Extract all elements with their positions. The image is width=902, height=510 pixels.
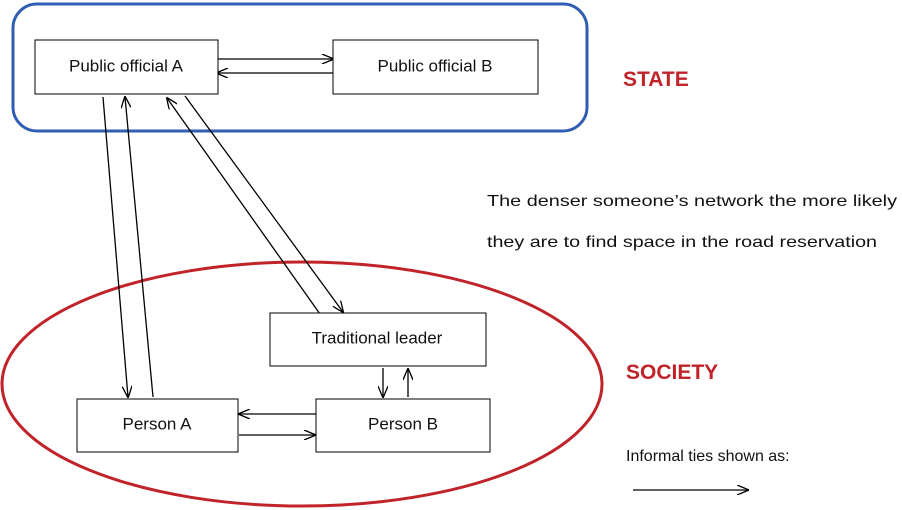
node-label: Person B [368, 414, 438, 433]
society-boundary [0, 260, 604, 508]
edge-official-a-to-person-a [102, 96, 128, 397]
node-label: Person A [123, 414, 193, 433]
edges [102, 59, 408, 435]
node-person-a: Person A [76, 398, 239, 453]
node-traditional-leader: Traditional leader [269, 312, 487, 367]
state-boundary [11, 2, 589, 133]
edge-traditional-leader-to-official-a [167, 98, 321, 315]
state-label: STATE [623, 68, 689, 91]
node-person-b: Person B [315, 398, 491, 453]
node-label: Traditional leader [312, 328, 443, 347]
society-label: SOCIETY [626, 361, 718, 384]
edge-person-a-to-official-a [125, 97, 154, 398]
note-line-1: The denser someone’s network the more li… [487, 193, 897, 210]
node-label: Public official A [69, 56, 184, 75]
node-public-official-b: Public official B [332, 39, 539, 95]
node-public-official-a: Public official A [34, 39, 219, 95]
legend-label: Informal ties shown as: [626, 448, 790, 465]
node-label: Public official B [378, 56, 493, 75]
edge-official-a-to-traditional-leader [184, 95, 343, 312]
note-line-2: they are to find space in the road reser… [487, 234, 877, 251]
